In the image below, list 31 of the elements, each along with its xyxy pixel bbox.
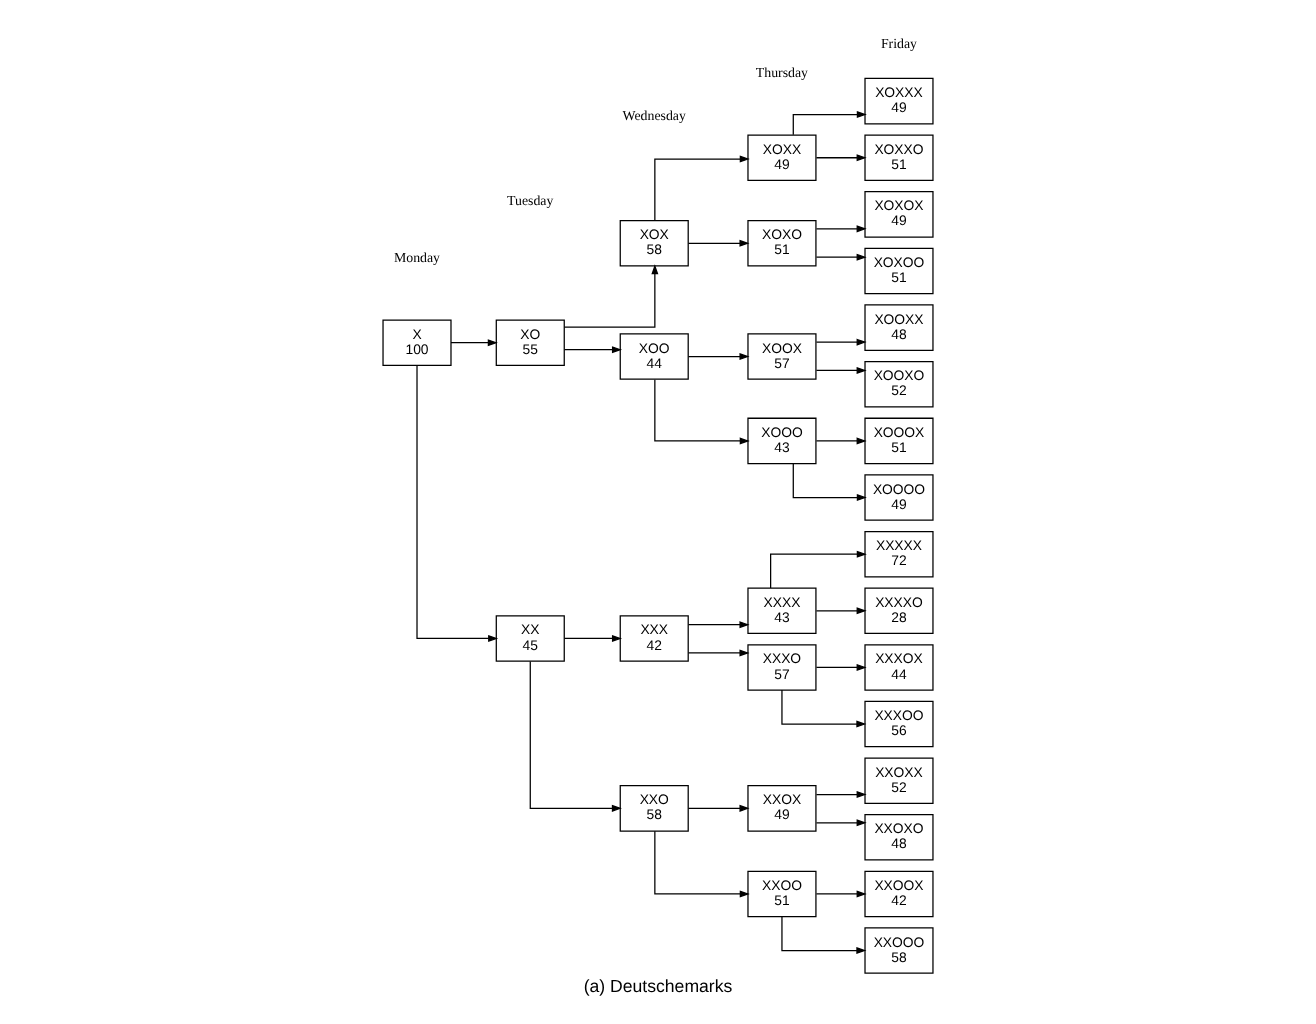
- caption: (a) Deutschemarks: [583, 976, 733, 997]
- arrow: [529, 660, 622, 812]
- arrow: [815, 607, 867, 615]
- arrow: [815, 338, 867, 346]
- arrow: [687, 621, 750, 629]
- arrow: [654, 155, 750, 221]
- arrow: [815, 253, 867, 261]
- arrow: [815, 366, 867, 374]
- arrow: [416, 364, 499, 642]
- arrow: [687, 239, 750, 247]
- arrow: [792, 111, 867, 136]
- arrow: [563, 264, 659, 328]
- arrow: [563, 634, 623, 642]
- arrow: [815, 819, 867, 827]
- arrow: [815, 437, 867, 445]
- arrow: [770, 550, 867, 589]
- arrow: [687, 649, 750, 657]
- arrow: [815, 225, 867, 233]
- arrow: [654, 830, 750, 898]
- arrow: [781, 689, 867, 728]
- arrow: [815, 890, 867, 898]
- arrow: [687, 804, 750, 812]
- arrow: [815, 154, 867, 162]
- arrow: [654, 379, 750, 445]
- arrow: [815, 663, 867, 671]
- arrow: [450, 339, 498, 347]
- arrow: [781, 916, 867, 955]
- arrow: [792, 462, 867, 502]
- arrow: [687, 353, 750, 361]
- arrow: [563, 346, 623, 354]
- arrow: [815, 791, 867, 799]
